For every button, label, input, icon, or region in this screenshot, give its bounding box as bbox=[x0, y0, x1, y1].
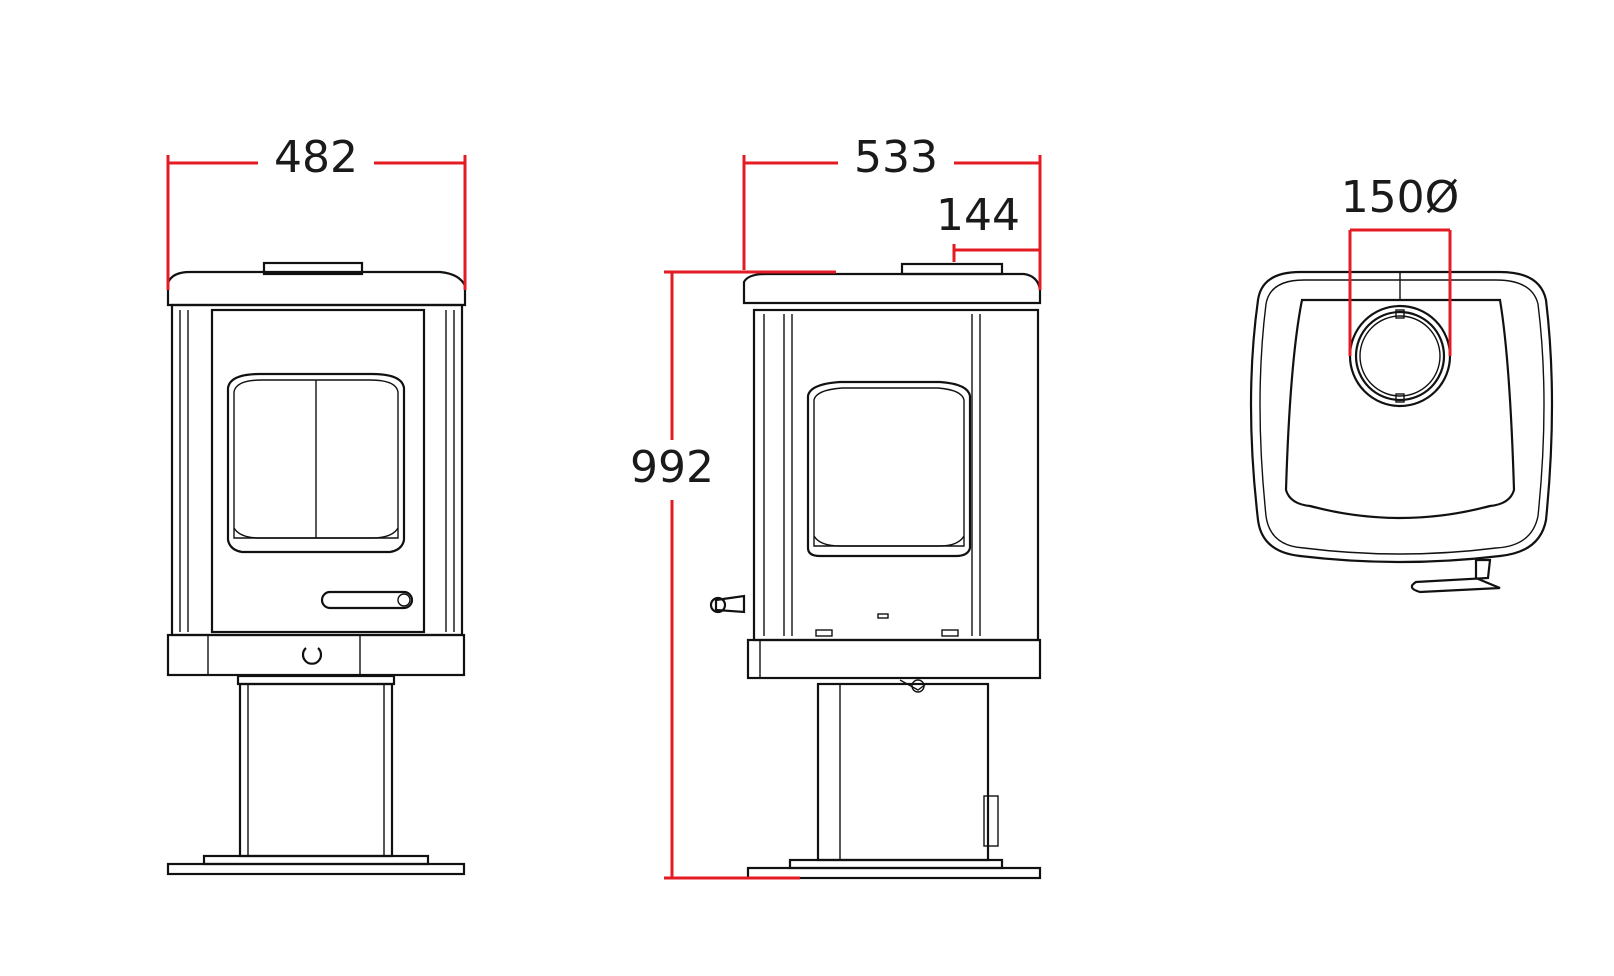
side-body bbox=[752, 308, 1040, 642]
height-dimension: 992 bbox=[630, 270, 836, 880]
side-view bbox=[709, 262, 1042, 880]
flue-offset-dimension: 144 bbox=[936, 190, 1040, 262]
side-window bbox=[806, 380, 972, 558]
front-pedestal bbox=[238, 682, 394, 858]
top-outline bbox=[1249, 270, 1554, 564]
front-window bbox=[226, 372, 406, 554]
top-view bbox=[1249, 270, 1554, 594]
flue-offset-label: 144 bbox=[936, 190, 1020, 241]
side-base-plate bbox=[746, 866, 1042, 880]
flue-diameter-label: 150Ø bbox=[1341, 172, 1460, 223]
front-door bbox=[210, 308, 426, 634]
side-pedestal bbox=[816, 682, 990, 862]
front-top-plate bbox=[166, 270, 467, 307]
top-air-lever bbox=[1410, 558, 1501, 594]
top-plate-inset bbox=[1284, 298, 1516, 520]
front-view bbox=[166, 261, 467, 876]
side-top-plate bbox=[742, 272, 1042, 305]
side-depth-label: 533 bbox=[854, 132, 938, 183]
height-label: 992 bbox=[630, 442, 714, 493]
front-flue-collar bbox=[262, 261, 364, 276]
front-width-label: 482 bbox=[274, 132, 358, 183]
front-body bbox=[170, 303, 464, 637]
front-base-band bbox=[166, 633, 466, 677]
side-flue-collar bbox=[900, 262, 1004, 276]
front-base-step bbox=[202, 854, 430, 866]
front-pedestal-top bbox=[236, 674, 396, 686]
front-door-handle bbox=[320, 590, 414, 610]
front-width-dimension: 482 bbox=[166, 132, 467, 290]
side-base-step bbox=[788, 858, 1004, 870]
flue-outlet bbox=[1348, 304, 1452, 408]
front-air-control bbox=[301, 647, 323, 665]
front-base-plate bbox=[166, 862, 466, 876]
side-door-handle bbox=[714, 594, 746, 614]
side-base-band bbox=[746, 638, 1042, 680]
flue-diameter-dimension: 150Ø bbox=[1341, 172, 1460, 356]
side-depth-dimension: 533 bbox=[742, 132, 1042, 290]
